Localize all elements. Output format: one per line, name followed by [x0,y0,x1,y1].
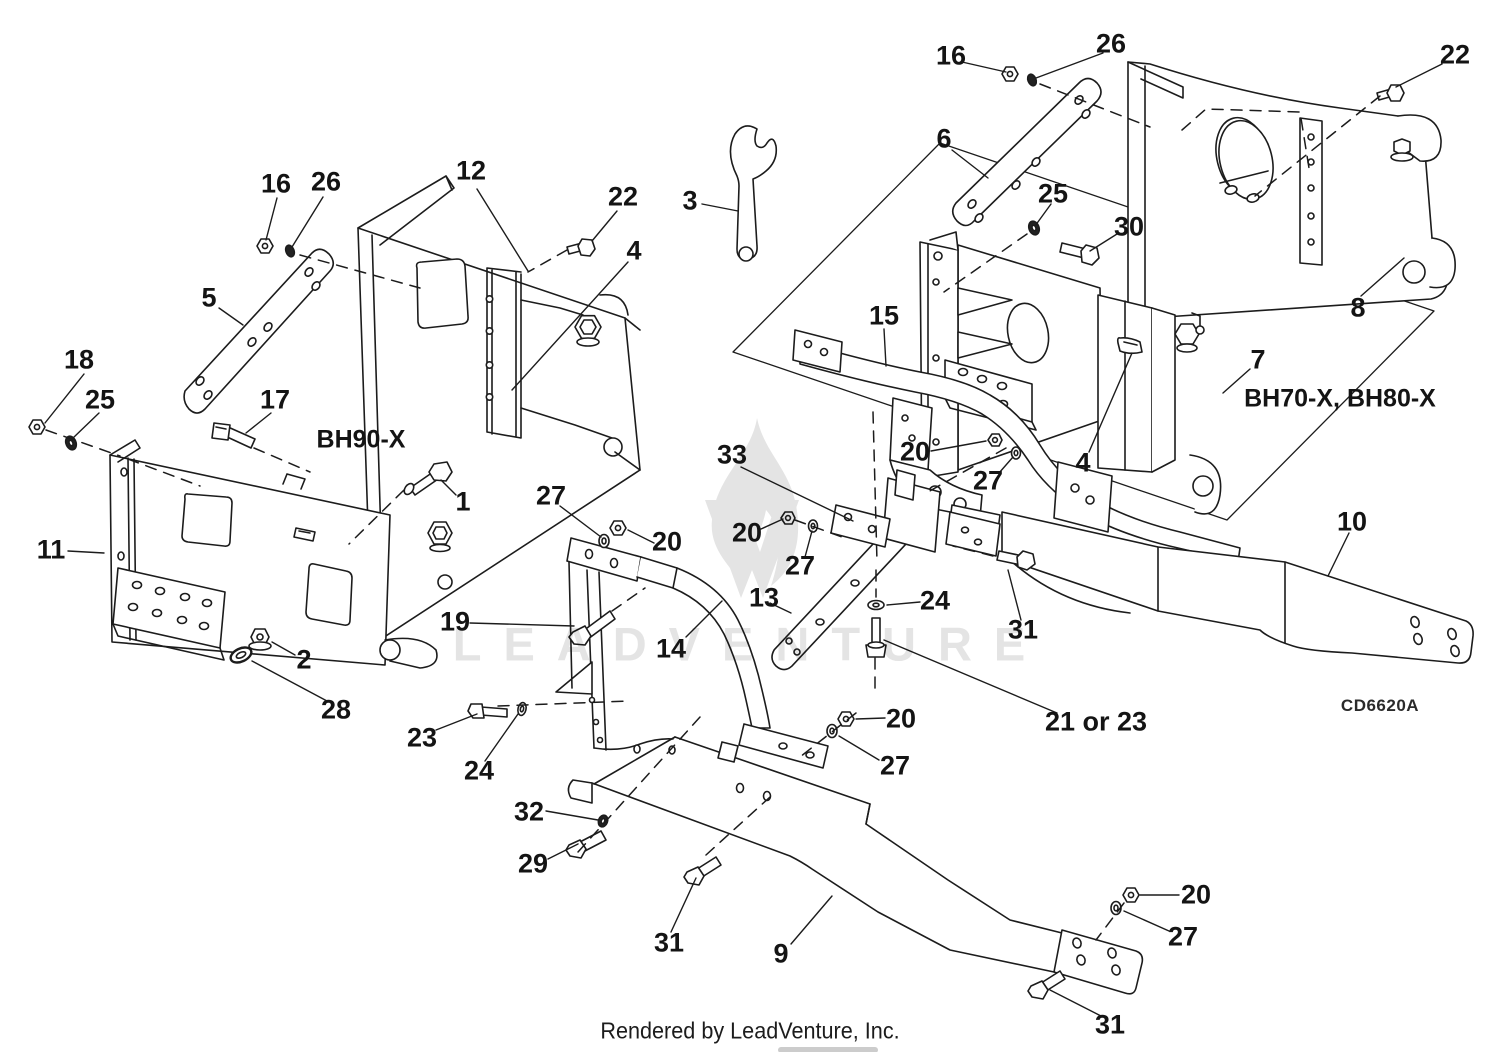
part-callout-27: 27 [535,480,567,511]
bottom-bar [778,1047,878,1052]
part-callout-28: 28 [320,694,352,725]
part-callout-1: 1 [455,486,471,517]
part-callout-31: 31 [1007,614,1039,645]
part-callout-29: 29 [517,848,549,879]
part-callout-2: 2 [296,644,312,675]
part-callout-20: 20 [899,436,931,467]
part-callout-25: 25 [84,384,116,415]
part-callout-7: 7 [1250,344,1266,375]
part-14-frame-weldment [555,537,829,769]
part-callout-4: 4 [1075,447,1091,478]
part-callout-25: 25 [1037,178,1069,209]
part-callout-30: 30 [1113,211,1145,242]
part-callout-21-or-23: 21 or 23 [1044,706,1148,737]
part-callout-27: 27 [879,750,911,781]
part-7-and-4-brackets [1097,294,1222,515]
part-callout-14: 14 [655,633,687,664]
part-callout-10: 10 [1336,506,1368,537]
part-callout-27: 27 [1167,921,1199,952]
part-callout-23: 23 [406,722,438,753]
part-callout-4: 4 [626,235,642,266]
part-callout-3: 3 [682,185,698,216]
part-callout-13: 13 [748,582,780,613]
part-callout-22: 22 [607,181,639,212]
part-9-frame-rail [567,736,1144,995]
part-3-wrench [729,125,778,262]
footer-credit: Rendered by LeadVenture, Inc. [600,1017,900,1044]
leader-lines [44,52,1443,1017]
part-callout-15: 15 [868,300,900,331]
part-5-strap [183,248,335,414]
part-callout-8: 8 [1350,292,1366,323]
part-callout-19: 19 [439,606,471,637]
part-callout-18: 18 [63,344,95,375]
part-10-frame-rail [1001,511,1474,664]
part-callout-12: 12 [455,155,487,186]
drawing-code: CD6620A [1340,696,1420,715]
part-callout-31: 31 [1094,1009,1126,1040]
part-callout-22: 22 [1439,39,1471,70]
part-callout-27: 27 [972,465,1004,496]
weld-nut [1393,138,1411,156]
model-group-label-BH70-X-BH80-X: BH70-X, BH80-X [1244,384,1436,413]
part-6-strap [951,77,1102,227]
part-callout-26: 26 [1095,28,1127,59]
part-33-plate [830,504,891,548]
part-callout-5: 5 [201,282,217,313]
part-callout-9: 9 [773,938,789,969]
part-callout-31: 31 [653,927,685,958]
part-callout-6: 6 [936,123,952,154]
part-11-mount-plate [109,439,453,669]
part-callout-11: 11 [36,534,66,565]
part-callout-32: 32 [513,796,545,827]
part-callout-17: 17 [259,384,291,415]
part-callout-20: 20 [731,517,763,548]
part-callout-33: 33 [716,439,748,470]
part-callout-16: 16 [935,40,967,71]
part-callout-27: 27 [784,550,816,581]
part-callout-24: 24 [463,755,495,786]
part-callout-16: 16 [260,168,292,199]
part-callout-20: 20 [651,526,683,557]
part-15-frame-weldment [792,231,1241,563]
alignment-axes [45,83,1381,941]
part-callout-20: 20 [885,703,917,734]
part-8-mount-plate [1127,61,1456,319]
part-12-mount-plate [357,175,641,646]
part-callout-20: 20 [1180,879,1212,910]
part-callout-24: 24 [919,585,951,616]
model-group-label-BH90-X: BH90-X [316,425,406,454]
part-callout-26: 26 [310,166,342,197]
